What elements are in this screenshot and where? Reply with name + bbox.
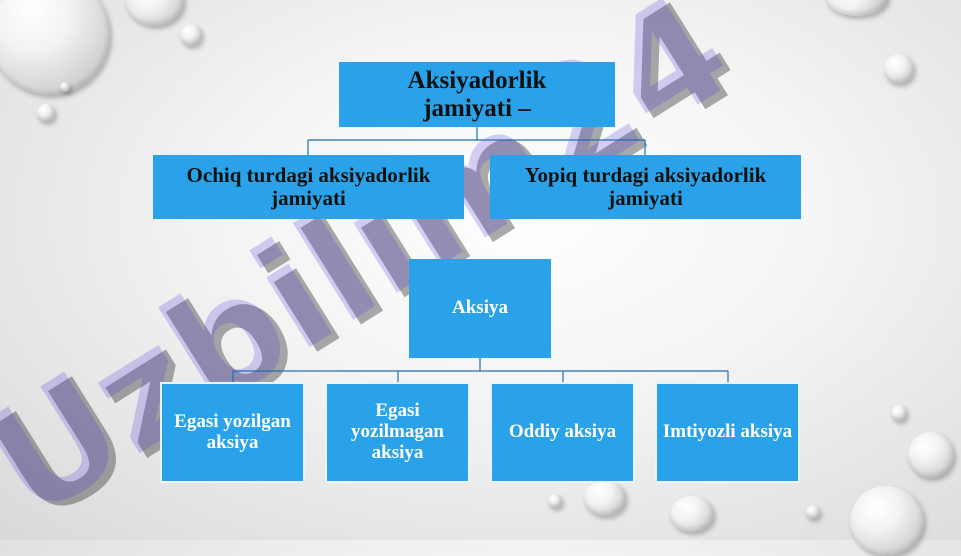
share-type-node: Egasi yozilmagan aksiya — [325, 382, 470, 483]
type-node-open: Ochiq turdagi aksiyadorlik jamiyati — [153, 155, 464, 219]
water-drop — [670, 496, 714, 532]
share-type-label: Imtiyozli aksiya — [662, 421, 793, 443]
water-drop — [60, 82, 70, 92]
water-drop — [826, 0, 888, 16]
share-root-node: Aksiya — [409, 259, 551, 358]
share-root-label: Aksiya — [452, 297, 508, 319]
water-drop — [891, 405, 907, 421]
type-label: Ochiq turdagi aksiyadorlik jamiyati — [186, 162, 431, 210]
root-node: Aksiyadorlik jamiyati – — [339, 62, 615, 127]
water-drop — [884, 54, 914, 84]
share-type-label: Oddiy aksiya — [508, 421, 617, 443]
connector-lines — [232, 127, 729, 382]
water-drop — [584, 480, 626, 516]
water-drop — [37, 104, 55, 122]
share-type-node: Imtiyozli aksiya — [655, 382, 800, 483]
root-label: Aksiyadorlik jamiyati – — [407, 67, 547, 122]
share-type-node: Oddiy aksiya — [490, 382, 635, 483]
water-drop — [806, 505, 820, 519]
water-drop — [548, 494, 562, 508]
share-type-node: Egasi yozilgan aksiya — [160, 382, 305, 483]
type-label: Yopiq turdagi aksiyadorlik jamiyati — [524, 162, 767, 210]
water-drop — [180, 24, 202, 46]
share-type-label: Egasi yozilmagan aksiya — [351, 400, 444, 463]
share-type-label: Egasi yozilgan aksiya — [174, 410, 291, 453]
water-drop — [908, 432, 954, 478]
type-node-closed: Yopiq turdagi aksiyadorlik jamiyati — [490, 155, 801, 219]
